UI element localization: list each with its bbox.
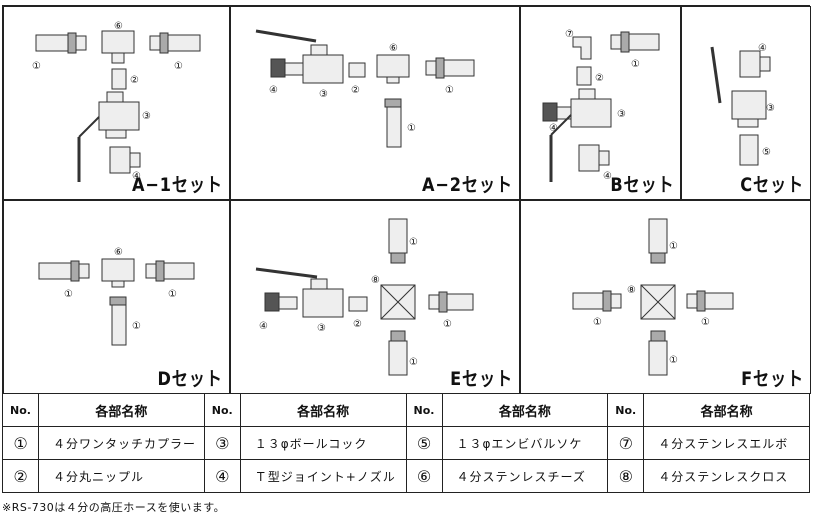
part-num: ① [407, 123, 416, 134]
table-header-row: No. 各部名称 No. 各部名称 No. 各部名称 No. 各部名称 [2, 393, 810, 427]
part-num: ③ [142, 111, 151, 122]
header-no: No. [203, 393, 241, 427]
header-no: No. [607, 393, 645, 427]
part-num: ① [32, 61, 41, 72]
part-num: ④ [758, 43, 767, 54]
set-label-e: Eセット [450, 368, 513, 390]
part-no: ④ [203, 459, 241, 493]
part-num: ① [593, 317, 602, 328]
part-num: ⑧ [371, 275, 380, 286]
part-no: ② [2, 459, 39, 493]
part-num: ④ [132, 171, 141, 182]
part-name: Ｔ型ジョイント+ノズル [239, 459, 407, 493]
part-num: ⑥ [389, 43, 398, 54]
part-num: ① [64, 289, 73, 300]
part-num: ② [595, 73, 604, 84]
set-a2-panel: ④ ③ ② ⑥ ① ① A−2セット [230, 6, 520, 200]
part-num: ⑦ [565, 29, 574, 40]
part-num: ① [445, 85, 454, 96]
set-a1-panel: ① ⑥ ① ② ③ ④ A−1セット [3, 6, 230, 200]
part-no: ⑧ [607, 459, 645, 493]
set-d-diagram: ① ⑥ ① ① [38, 247, 195, 346]
set-b-panel: ⑦ ① ② ④ ③ ④ Bセット [520, 6, 681, 200]
part-num: ⑧ [627, 285, 636, 296]
part-num: ⑥ [114, 21, 123, 32]
part-num: ③ [319, 89, 328, 100]
part-num: ③ [317, 323, 326, 334]
header-name: 各部名称 [38, 393, 205, 427]
part-name: １３φエンビバルソケ [441, 426, 609, 460]
part-name: １３φボールコック [239, 426, 407, 460]
set-d-panel: ① ⑥ ① ① Dセット [3, 200, 230, 394]
set-label-d: Dセット [157, 368, 223, 390]
set-label-a2: A−2セット [422, 174, 513, 196]
part-no: ⑦ [607, 426, 645, 460]
part-num: ① [409, 237, 418, 248]
part-no: ⑤ [405, 426, 443, 460]
part-no: ① [2, 426, 39, 460]
part-name: ４分丸ニップル [38, 459, 205, 493]
part-num: ③ [617, 109, 626, 120]
set-e-panel: ④ ③ ② ⑧ ① ① ① Eセット [230, 200, 520, 394]
set-f-panel: ① ⑧ ① ① ① Fセット [520, 200, 811, 394]
set-label-b: Bセット [609, 174, 674, 196]
part-name: ４分ステンレスエルボ [643, 426, 810, 460]
part-num: ① [409, 357, 418, 368]
part-num: ① [443, 319, 452, 330]
sets-grid: ① ⑥ ① ② ③ ④ A−1セット ④ ③ ② ⑥ ① ① [2, 5, 811, 394]
table-row: ① ４分ワンタッチカプラー ③ １３φボールコック ⑤ １３φエンビバルソケ ⑦… [2, 426, 810, 460]
part-num: ② [130, 75, 139, 86]
part-no: ③ [203, 426, 241, 460]
part-num: ④ [259, 321, 268, 332]
part-num: ① [168, 289, 177, 300]
header-no: No. [405, 393, 443, 427]
footnote: ※RS-730は４分の高圧ホースを使います。 [2, 501, 226, 514]
part-num: ① [174, 61, 183, 72]
set-label-f: Fセット [741, 368, 804, 390]
part-num: ④ [269, 85, 278, 96]
set-b-diagram: ⑦ ① ② ④ ③ ④ [542, 29, 660, 182]
set-f-diagram: ① ⑧ ① ① ① [572, 218, 734, 376]
part-num: ④ [549, 123, 558, 134]
part-num: ② [351, 85, 360, 96]
part-num: ⑤ [762, 147, 771, 158]
set-a2-diagram: ④ ③ ② ⑥ ① ① [255, 29, 475, 148]
part-name: ４分ワンタッチカプラー [38, 426, 205, 460]
set-label-c: Cセット [740, 174, 804, 196]
set-label-a1: A−1セット [132, 174, 223, 196]
header-name: 各部名称 [441, 393, 609, 427]
part-name: ４分ステンレスクロス [643, 459, 810, 493]
part-name: ４分ステンレスチーズ [441, 459, 609, 493]
part-num: ④ [603, 171, 612, 182]
table-row: ② ４分丸ニップル ④ Ｔ型ジョイント+ノズル ⑥ ４分ステンレスチーズ ⑧ ４… [2, 459, 810, 493]
part-num: ① [631, 59, 640, 70]
part-num: ⑥ [114, 247, 123, 258]
set-c-panel: ④ ③ ⑤ Cセット [681, 6, 811, 200]
part-num: ① [669, 241, 678, 252]
header-name: 各部名称 [239, 393, 407, 427]
part-num: ① [669, 355, 678, 366]
part-num: ① [132, 321, 141, 332]
parts-table: No. 各部名称 No. 各部名称 No. 各部名称 No. 各部名称 ① ４分… [2, 393, 810, 493]
header-name: 各部名称 [643, 393, 810, 427]
part-no: ⑥ [405, 459, 443, 493]
part-num: ③ [766, 103, 775, 114]
set-c-diagram: ④ ③ ⑤ [710, 43, 775, 166]
part-num: ② [353, 319, 362, 330]
header-no: No. [2, 393, 39, 427]
part-num: ① [701, 317, 710, 328]
set-a1-diagram: ① ⑥ ① ② ③ ④ [32, 21, 201, 182]
set-e-diagram: ④ ③ ② ⑧ ① ① ① [255, 218, 474, 376]
